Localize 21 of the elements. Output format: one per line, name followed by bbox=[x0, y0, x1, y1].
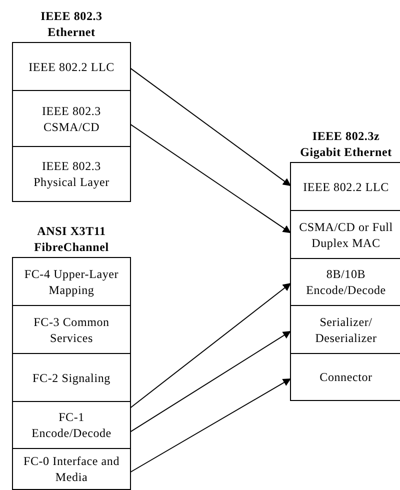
layer-label: FC-3 Common Services bbox=[32, 314, 110, 346]
layer-label: CSMA/CD or Full Duplex MAC bbox=[299, 218, 393, 250]
layer-label: IEEE 802.3 Physical Layer bbox=[32, 158, 110, 190]
arrow bbox=[130, 330, 292, 433]
layer-label: FC-0 Interface and Media bbox=[22, 453, 121, 485]
stack-heading: ANSI X3T11 FibreChannel bbox=[33, 223, 110, 255]
layer-label: Connector bbox=[320, 369, 372, 385]
arrow bbox=[130, 378, 292, 473]
stack-heading: IEEE 802.3z Gigabit Ethernet bbox=[300, 128, 392, 160]
layer-label: Serializer/ Deserializer bbox=[314, 314, 378, 346]
layer-label: FC-2 Signaling bbox=[32, 370, 110, 386]
arrow bbox=[130, 282, 292, 409]
arrow bbox=[130, 67, 292, 187]
layer-label: IEEE 802.3 CSMA/CD bbox=[41, 102, 102, 134]
layer-label: FC-1 Encode/Decode bbox=[30, 409, 112, 441]
layer-label: FC-4 Upper-Layer Mapping bbox=[23, 266, 120, 298]
layer-label: IEEE 802.2 LLC bbox=[28, 58, 114, 74]
layer-label: 8B/10B Encode/Decode bbox=[305, 266, 387, 298]
arrow bbox=[130, 124, 292, 234]
stack-heading: IEEE 802.3 Ethernet bbox=[40, 8, 104, 40]
layer-label: IEEE 802.2 LLC bbox=[303, 178, 389, 194]
